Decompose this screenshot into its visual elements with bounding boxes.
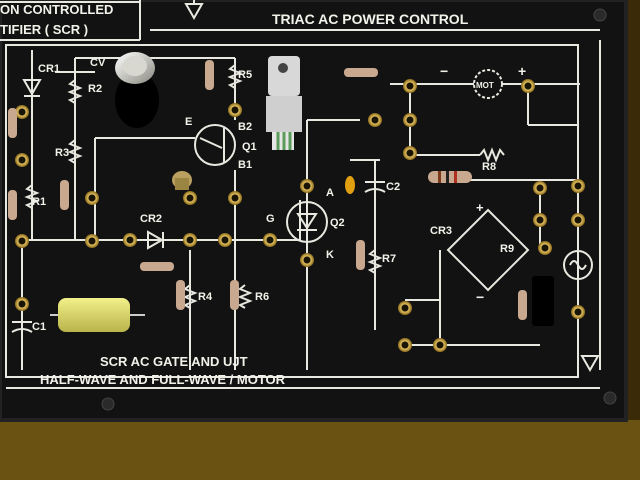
header-title-left-2: TIFIER ( SCR ) <box>0 22 88 37</box>
footer-line-1: SCR AC GATE AND UJT <box>100 354 248 369</box>
label-cv: CV <box>90 57 106 69</box>
ground-symbol-bottom <box>580 355 600 373</box>
label-g: G <box>266 213 275 225</box>
capacitor-c1-film <box>50 298 145 332</box>
circuit-board <box>0 0 626 420</box>
header-title-right: TRIAC AC POWER CONTROL <box>272 11 469 27</box>
header <box>0 0 600 41</box>
bridge-rectifier-cr3 <box>446 208 530 292</box>
label-bridge-plus: + <box>476 200 484 215</box>
label-r3: R3 <box>55 147 69 159</box>
potentiometer-knob <box>115 52 159 128</box>
label-cr1: CR1 <box>38 63 60 75</box>
label-b2: B2 <box>238 121 252 133</box>
label-cr3: CR3 <box>430 225 452 237</box>
label-cr2: CR2 <box>140 213 162 225</box>
label-r7: R7 <box>382 253 396 265</box>
motor-symbol <box>473 69 503 99</box>
capacitor-symbols <box>11 181 386 333</box>
label-minus: − <box>440 63 448 79</box>
label-b1: B1 <box>238 159 252 171</box>
scr-q2-symbol <box>286 201 328 243</box>
label-c2: C2 <box>386 181 400 193</box>
label-q1: Q1 <box>242 141 257 153</box>
label-r6: R6 <box>255 291 269 303</box>
label-plus: + <box>518 63 526 79</box>
component-labels: CR1 CV R2 R5 R3 E B2 Q1 B1 R1 CR2 G A C2… <box>32 57 526 333</box>
footer-line-2: HALF-WAVE AND FULL-WAVE / MOTOR <box>40 372 286 387</box>
solder-pads <box>15 79 585 352</box>
label-r1: R1 <box>32 196 46 208</box>
capacitor-c2-body <box>345 176 355 194</box>
label-r9: R9 <box>500 243 514 255</box>
label-r5: R5 <box>238 69 252 81</box>
ujt-q1-symbol <box>194 124 236 166</box>
ac-source-symbol <box>563 250 593 280</box>
triac-component <box>266 56 302 150</box>
label-bridge-minus: − <box>476 289 484 305</box>
resistor-bodies <box>8 60 554 326</box>
board-screws <box>101 8 617 411</box>
ujt-transistor-can <box>172 171 192 190</box>
label-r4: R4 <box>198 291 213 303</box>
diode-cr1 <box>22 79 42 97</box>
label-a: A <box>326 187 334 199</box>
label-c1: C1 <box>32 321 46 333</box>
label-mot: MOT <box>476 81 494 90</box>
label-r8: R8 <box>482 161 496 173</box>
label-q2: Q2 <box>330 217 345 229</box>
label-k: K <box>326 249 334 261</box>
label-r2: R2 <box>88 83 102 95</box>
diode-cr2 <box>147 230 165 250</box>
label-e: E <box>185 116 192 128</box>
header-title-left-1: ON CONTROLLED <box>0 2 113 17</box>
